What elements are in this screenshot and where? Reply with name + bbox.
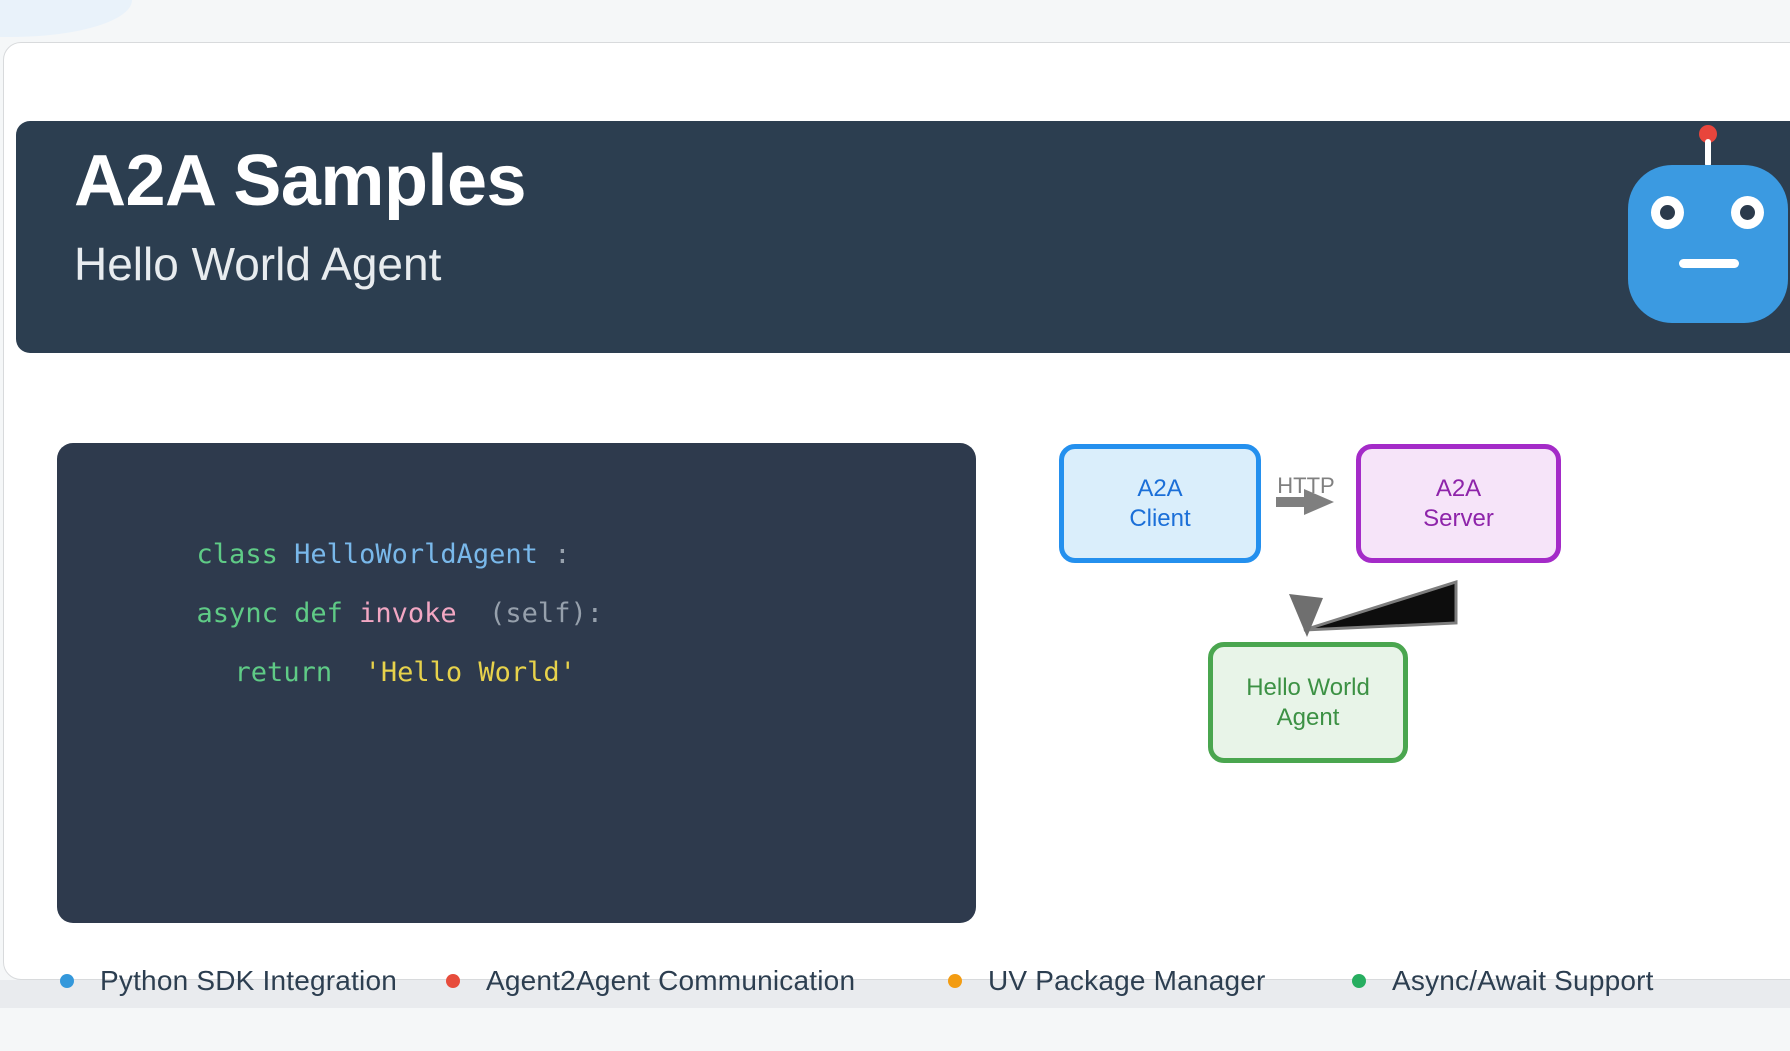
page-bottom-strip <box>0 980 1790 1008</box>
robot-right-eye <box>1731 196 1764 229</box>
robot-left-eye <box>1651 196 1684 229</box>
header-banner: A2A Samples Hello World Agent <box>16 121 1790 353</box>
node-label-line: A2A <box>1435 474 1482 502</box>
robot-right-pupil <box>1740 205 1755 220</box>
feature-label: Async/Await Support <box>1392 965 1654 996</box>
node-label-line: Hello World <box>1246 673 1370 701</box>
feature-label: Python SDK Integration <box>100 965 398 996</box>
robot-antenna-stick <box>1705 139 1711 167</box>
node-label-line: Server <box>1423 504 1494 532</box>
robot-icon <box>1616 121 1790 353</box>
robot-head <box>1628 165 1788 323</box>
code-block: class HelloWorldAgent : async def invoke… <box>57 443 976 923</box>
code-line: return 'Hello World' <box>57 584 976 688</box>
diagram-node-hello-world-agent: Hello World Agent <box>1208 642 1408 763</box>
feature-item: Async/Await Support <box>1352 959 1654 1003</box>
feature-item: Agent2Agent Communication <box>446 959 855 1003</box>
code-token-keyword: return <box>234 657 365 688</box>
bullet-dot-icon <box>60 974 74 988</box>
feature-list: Python SDK Integration Agent2Agent Commu… <box>4 959 1790 1003</box>
code-token-keyword: class <box>196 539 295 570</box>
page-subtitle: Hello World Agent <box>74 238 442 290</box>
main-card: A2A Samples Hello World Agent class Hell… <box>3 42 1790 996</box>
bullet-dot-icon <box>948 974 962 988</box>
code-token-punctuation: : <box>537 539 571 570</box>
page-title: A2A Samples <box>74 141 527 221</box>
code-line: class HelloWorldAgent : <box>57 466 976 570</box>
code-token-function: invoke <box>359 598 457 629</box>
code-token-classname: HelloWorldAgent <box>294 539 538 570</box>
diagram-node-a2a-server: A2A Server <box>1356 444 1561 563</box>
diagram-node-a2a-client: A2A Client <box>1059 444 1261 563</box>
feature-item: Python SDK Integration <box>60 959 397 1003</box>
code-token-string: 'Hello World' <box>364 657 576 688</box>
feature-label: UV Package Manager <box>988 965 1266 996</box>
robot-antenna-ball <box>1699 125 1717 143</box>
robot-left-pupil <box>1660 205 1675 220</box>
code-token-params: (self): <box>456 598 603 629</box>
node-label-line: Client <box>1129 504 1191 532</box>
node-label-line: A2A <box>1137 474 1183 502</box>
feature-item: UV Package Manager <box>948 959 1266 1003</box>
corner-decoration <box>0 0 132 37</box>
header-text: A2A Samples Hello World Agent <box>74 141 527 290</box>
code-line: async def invoke (self): <box>57 525 976 629</box>
bullet-dot-icon <box>446 974 460 988</box>
server-to-agent-arrow <box>1303 579 1458 632</box>
server-to-agent-arrow-head <box>1289 594 1323 637</box>
bullet-dot-icon <box>1352 974 1366 988</box>
http-arrow-label: HTTP <box>1277 473 1335 498</box>
node-label-line: Agent <box>1276 703 1340 731</box>
robot-mouth <box>1679 259 1739 268</box>
code-token-keyword: async def <box>196 598 360 629</box>
feature-label: Agent2Agent Communication <box>486 965 856 996</box>
